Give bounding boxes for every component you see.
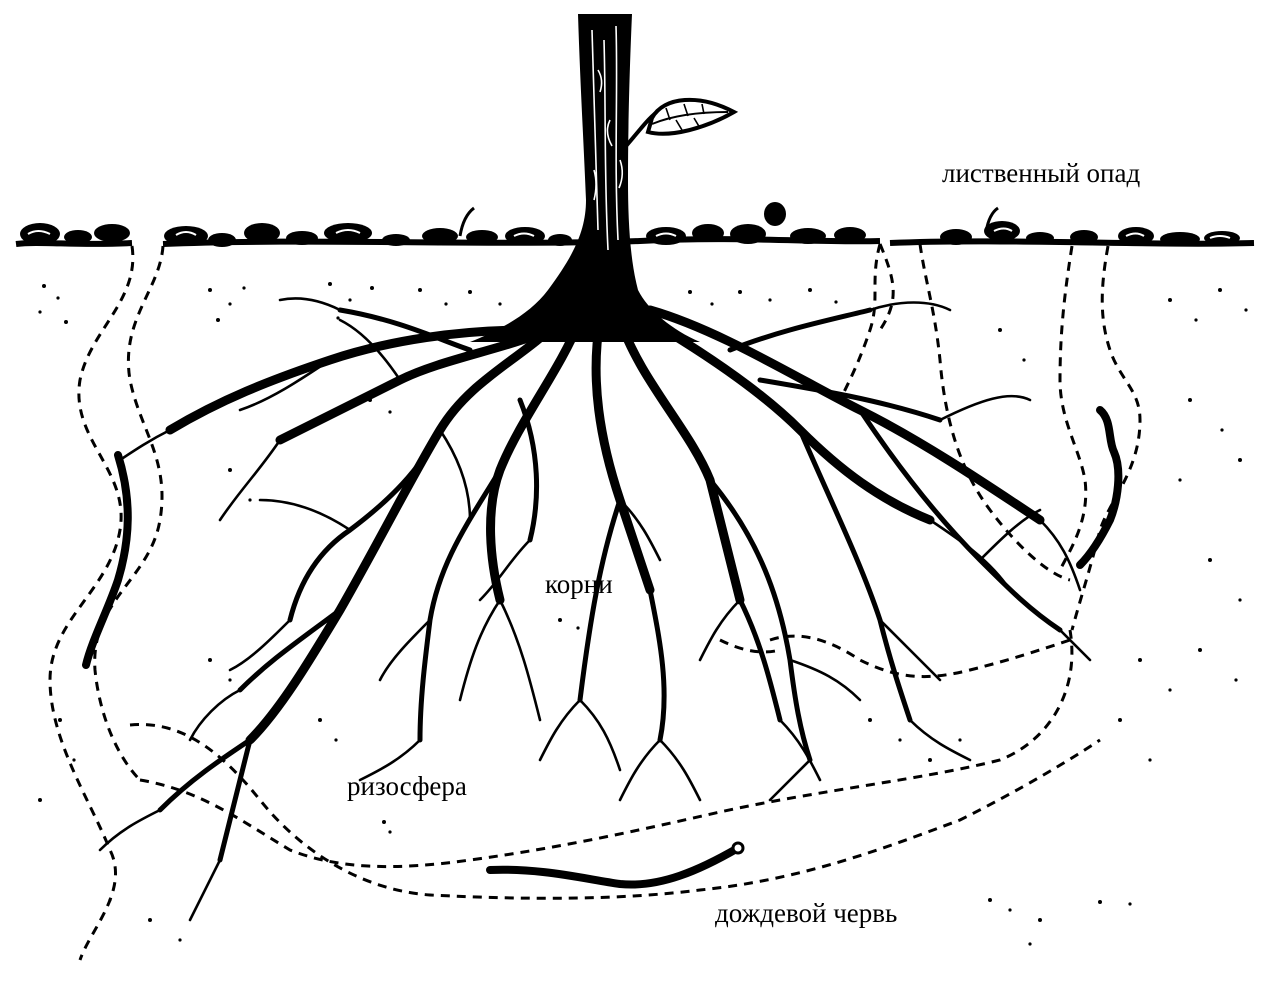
surface-right-segment [889, 238, 1255, 247]
leaf-on-trunk [624, 98, 739, 148]
leaf-litter-layer [15, 202, 1255, 247]
litter-sprig-right [984, 206, 999, 233]
soil-particles [38, 282, 1248, 946]
earthworm-left [82, 451, 132, 669]
roots-label: корни [545, 569, 613, 599]
surface-left-segment [15, 240, 133, 247]
litter-clumps [20, 202, 1240, 247]
litter-sprig [458, 206, 475, 237]
roots [98, 297, 1092, 922]
tree-trunk [470, 14, 700, 342]
earthworm-bottom [486, 844, 742, 889]
earthworms [82, 406, 1123, 889]
rhizosphere-label: ризосфера [347, 771, 467, 801]
leaf-litter-label: лиственный опад [942, 158, 1141, 188]
earthworm-label: дождевой червь [715, 898, 898, 928]
rhizosphere-boundary [48, 243, 1142, 961]
earthworm-right [1076, 406, 1123, 569]
